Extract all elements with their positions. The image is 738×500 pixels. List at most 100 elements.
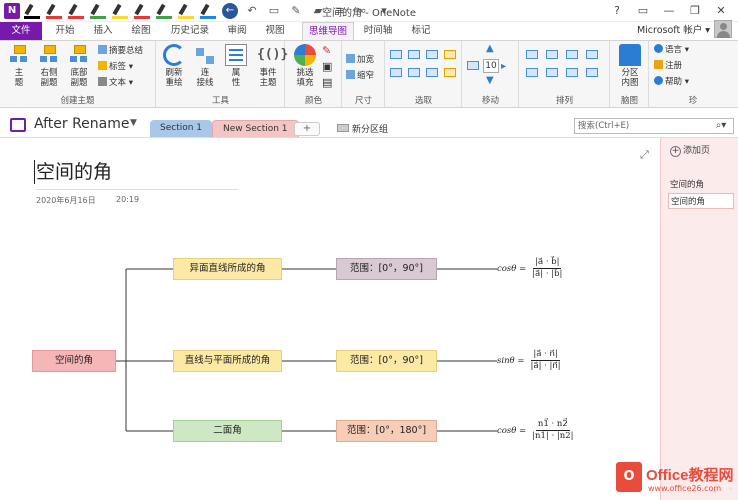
properties-button[interactable]: 属 性	[221, 44, 251, 88]
office-logo-icon: O	[616, 462, 642, 492]
move-right-icon[interactable]: ▸	[501, 61, 507, 72]
tab-draw[interactable]: 绘图	[131, 25, 151, 36]
close-button[interactable]: ✕	[716, 4, 726, 17]
dock-icon[interactable]: ▭	[268, 4, 280, 17]
tab-history[interactable]: 历史记录	[170, 25, 209, 36]
undo-icon[interactable]: ↶	[247, 4, 257, 17]
main-topic-button[interactable]: 主 题	[4, 44, 34, 88]
formula-3[interactable]: cosθ = n1⃗ · n2⃗ |n1| · |n2|	[497, 419, 576, 442]
search-input[interactable]: 搜索(Ctrl+E)	[574, 118, 734, 134]
notebook-icon[interactable]	[10, 118, 26, 132]
account-menu[interactable]: Microsoft 帐户 ▾	[636, 25, 710, 36]
line-color-icon[interactable]: ✎	[322, 44, 332, 57]
connector-button[interactable]: 连 接线	[190, 44, 220, 88]
watermark-text: Office教程网	[646, 467, 734, 484]
narrow-button[interactable]: 缩窄	[346, 70, 374, 82]
select-parent-icon[interactable]	[390, 50, 402, 59]
insert-space-icon[interactable]: ≡	[335, 4, 345, 17]
text-button[interactable]: 文本 ▾	[98, 77, 133, 89]
mindmap-topic-2[interactable]: 直线与平面所成的角	[173, 350, 282, 372]
group-arrange: 排列	[520, 41, 610, 107]
arrange-8-icon[interactable]	[586, 68, 598, 77]
add-page-button[interactable]: +添加页	[670, 146, 711, 157]
register-button[interactable]: 注册	[654, 60, 682, 72]
group-color: 挑选 填充 ✎ ▣ ▤ 颜色	[286, 41, 342, 107]
select-all-icon[interactable]	[408, 68, 420, 77]
group-image: 分区 内图 脑图	[611, 41, 649, 107]
select-leaf-icon[interactable]	[444, 68, 456, 77]
formula-2[interactable]: sinθ = |a⃗ · n⃗| |a⃗| · |n⃗|	[497, 349, 563, 372]
formula-1[interactable]: cosθ = |a⃗ · b⃗| |a⃗| · |b⃗|	[497, 257, 564, 280]
pick-fill-button[interactable]: 挑选 填充	[290, 44, 320, 88]
select-branch-icon[interactable]	[444, 50, 456, 59]
tab-home[interactable]: 开始	[55, 25, 75, 36]
mindmap-topic-3[interactable]: 二面角	[173, 420, 282, 442]
arrange-4-icon[interactable]	[586, 50, 598, 59]
search-icon[interactable]: ⌕▾	[715, 120, 727, 131]
language-button[interactable]: 语言 ▾	[654, 44, 689, 56]
arrange-3-icon[interactable]	[566, 50, 578, 59]
window-controls: ? ▭ — ❐ ✕	[604, 2, 734, 20]
tab-mindmap[interactable]: 思维导图	[302, 22, 354, 41]
page-item[interactable]: 空间的角	[670, 180, 705, 190]
select-children-icon[interactable]	[408, 50, 420, 59]
ribbon-display-button[interactable]: ▭	[637, 4, 649, 17]
customize-qat-icon[interactable]: ▾	[381, 4, 387, 17]
event-topic-button[interactable]: {()}事件 主题	[253, 44, 288, 88]
arrange-6-icon[interactable]	[546, 68, 558, 77]
avatar[interactable]	[714, 20, 732, 38]
infinity-icon[interactable]: ∞	[357, 4, 367, 17]
mindmap-range-2[interactable]: 范围：[0°，90°]	[336, 350, 437, 372]
tab-view[interactable]: 视图	[265, 25, 285, 36]
select-topic-icon[interactable]	[426, 68, 438, 77]
right-subtopic-button[interactable]: 右侧 副题	[34, 44, 64, 88]
split-map-button[interactable]: 分区 内图	[615, 44, 645, 88]
arrange-2-icon[interactable]	[546, 50, 558, 59]
chevron-down-icon[interactable]: ▼	[130, 118, 137, 128]
tab-insert[interactable]: 插入	[93, 25, 113, 36]
new-section-group[interactable]: 新分区组	[352, 125, 389, 135]
minimize-button[interactable]: —	[663, 4, 675, 17]
group-label-select: 选取	[414, 96, 432, 106]
move-step-input[interactable]: 10	[483, 59, 499, 73]
summary-button[interactable]: 摘要总结	[98, 45, 143, 57]
help-button[interactable]: ?	[614, 4, 620, 17]
page-title[interactable]: 空间的角	[36, 161, 113, 183]
arrange-1-icon[interactable]	[526, 50, 538, 59]
eraser-icon[interactable]: ▰	[313, 4, 323, 17]
arrange-5-icon[interactable]	[526, 68, 538, 77]
expand-icon[interactable]: ⤢	[640, 148, 649, 161]
move-up-icon[interactable]: ▲	[486, 43, 494, 54]
right-subtopic-icon	[38, 44, 60, 66]
tab-tags[interactable]: 标记	[411, 25, 431, 36]
mindmap-topic-1[interactable]: 异面直线所成的角	[173, 258, 282, 280]
help-menu-button[interactable]: 帮助 ▾	[654, 76, 689, 88]
select-level-icon[interactable]	[390, 68, 402, 77]
section-tab-1[interactable]: Section 1	[150, 120, 213, 137]
refresh-button[interactable]: 刷新 重绘	[159, 44, 189, 88]
back-icon[interactable]: ←	[222, 3, 238, 19]
fill-color-icon[interactable]: ▣	[322, 60, 333, 73]
lasso-icon[interactable]: ✎	[291, 4, 301, 17]
mindmap-range-3[interactable]: 范围：[0°，180°]	[336, 420, 437, 442]
select-siblings-icon[interactable]	[426, 50, 438, 59]
bottom-subtopic-button[interactable]: 底部 副题	[64, 44, 94, 88]
tab-review[interactable]: 审阅	[227, 25, 247, 36]
move-left-icon[interactable]	[467, 61, 479, 70]
widen-button[interactable]: 加宽	[346, 54, 374, 66]
page-item-selected[interactable]: 空间的角	[668, 193, 734, 209]
mindmap-root-node[interactable]: 空间的角	[32, 350, 116, 372]
group-label-image: 脑图	[620, 96, 638, 106]
add-section-button[interactable]: +	[294, 122, 320, 136]
tab-file[interactable]: 文件	[0, 22, 42, 40]
tag-button[interactable]: 标签 ▾	[98, 61, 133, 73]
move-down-icon[interactable]: ▼	[486, 75, 494, 86]
watermark-url: www.office26.com	[648, 484, 722, 493]
mindmap-range-1[interactable]: 范围：[0°，90°]	[336, 258, 437, 280]
tab-timeline[interactable]: 时间轴	[363, 25, 393, 36]
notebook-name[interactable]: After Rename	[34, 116, 130, 132]
restore-button[interactable]: ❐	[690, 4, 700, 17]
font-color-icon[interactable]: ▤	[322, 76, 333, 89]
arrange-7-icon[interactable]	[566, 68, 578, 77]
